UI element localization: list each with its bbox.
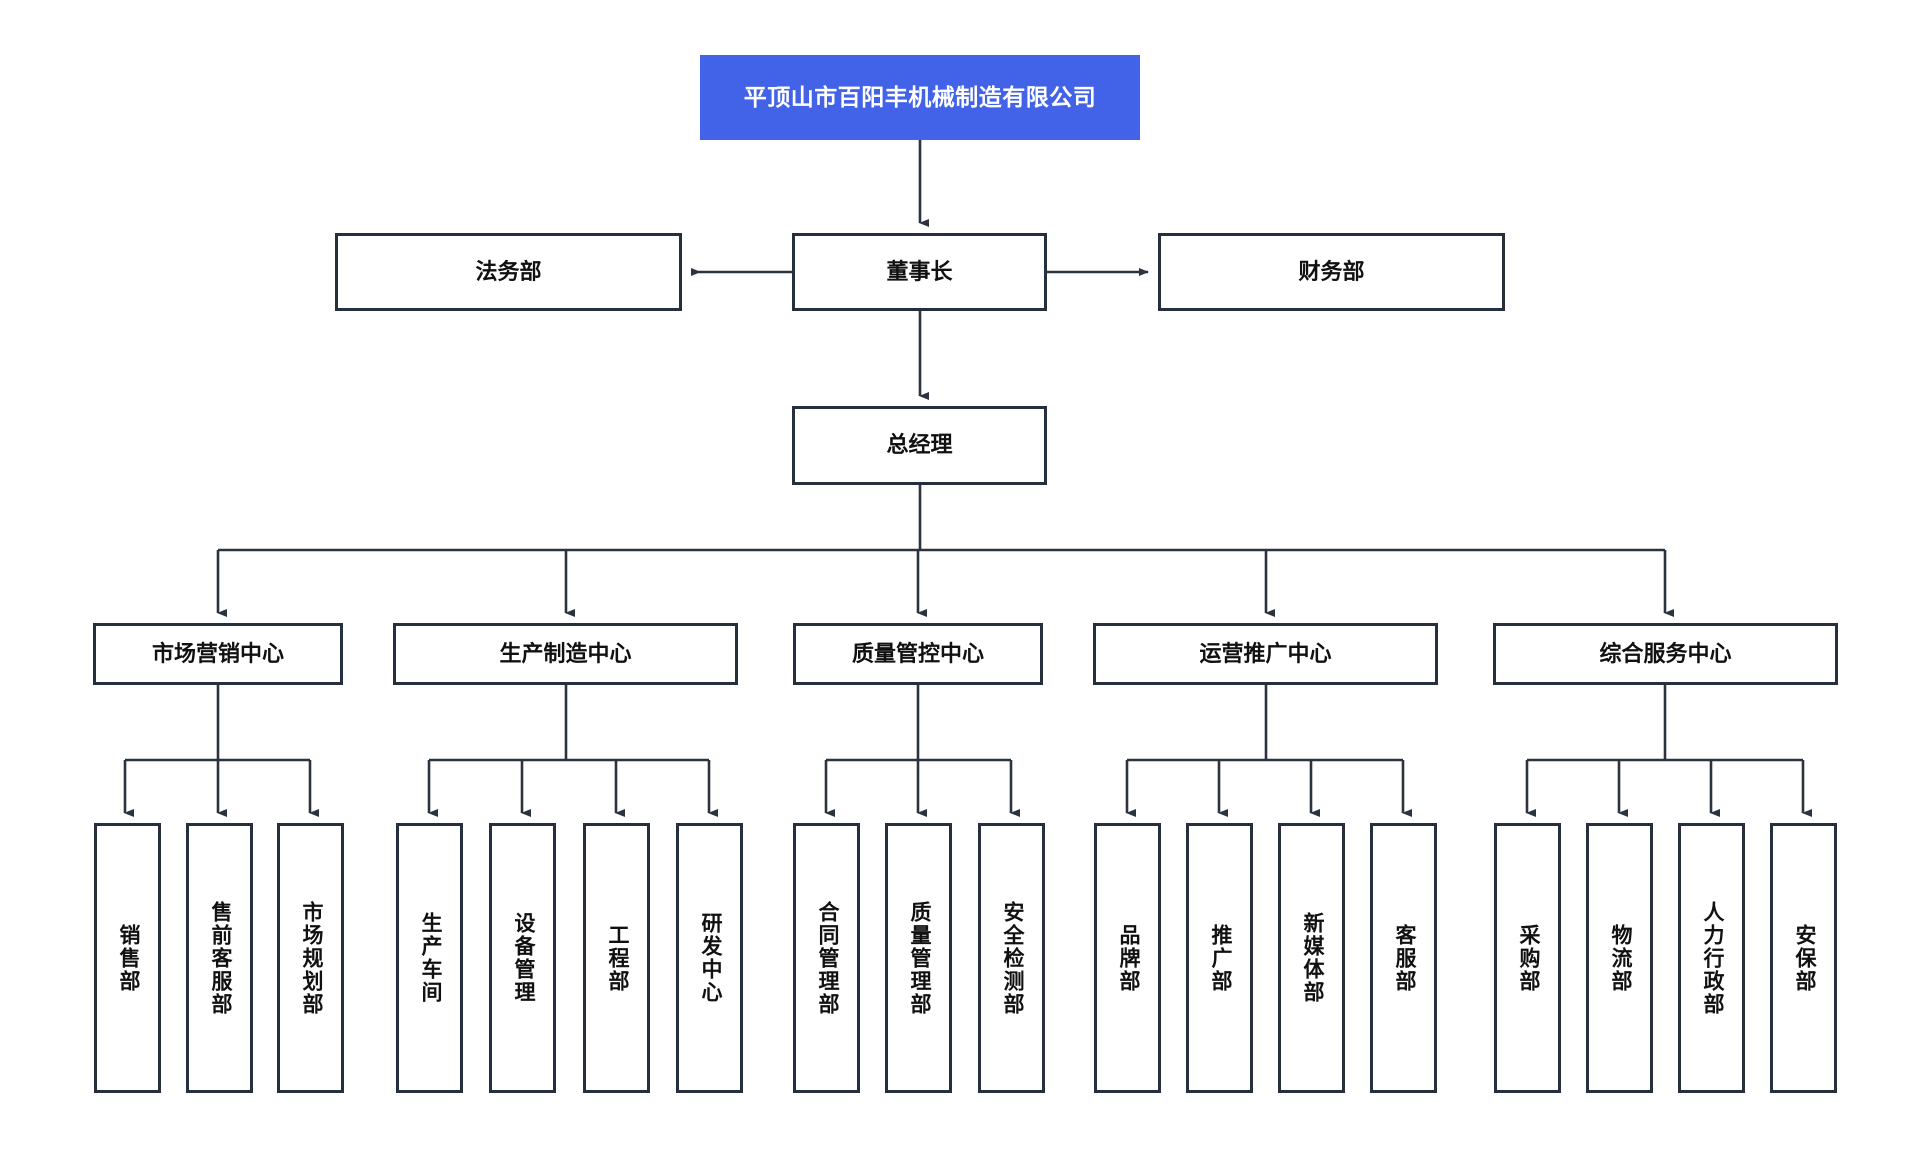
node-label: 品牌部 [1116,923,1140,993]
node-dept-equipment-management[interactable]: 设备管理 [489,823,556,1093]
node-label: 生产制造中心 [499,640,632,666]
node-label: 平顶山市百阳丰机械制造有限公司 [743,83,1097,110]
node-label: 新媒体部 [1300,912,1324,1004]
node-dept-customer-service[interactable]: 客服部 [1370,823,1437,1093]
node-label: 法务部 [475,258,542,284]
node-label: 推广部 [1208,923,1232,993]
node-dept-production-workshop[interactable]: 生产车间 [396,823,463,1093]
node-label: 安保部 [1792,923,1816,993]
node-label: 质量管理部 [907,900,931,1016]
node-dept-procurement[interactable]: 采购部 [1494,823,1561,1093]
node-dept-security[interactable]: 安保部 [1770,823,1837,1093]
node-center-quality-control[interactable]: 质量管控中心 [793,623,1043,685]
node-dept-hr-admin[interactable]: 人力行政部 [1678,823,1745,1093]
node-label: 客服部 [1392,923,1416,993]
node-label: 财务部 [1298,258,1365,284]
node-label: 研发中心 [698,912,722,1004]
node-legal-dept[interactable]: 法务部 [335,233,682,311]
node-label: 人力行政部 [1700,900,1724,1016]
node-label: 合同管理部 [815,900,839,1016]
node-dept-brand[interactable]: 品牌部 [1094,823,1161,1093]
node-chairman[interactable]: 董事长 [792,233,1047,311]
node-dept-safety-inspection[interactable]: 安全检测部 [978,823,1045,1093]
node-dept-promotion[interactable]: 推广部 [1186,823,1253,1093]
node-dept-logistics[interactable]: 物流部 [1586,823,1653,1093]
node-label: 采购部 [1516,923,1540,993]
node-label: 运营推广中心 [1199,640,1332,666]
node-label: 综合服务中心 [1599,640,1732,666]
node-label: 销售部 [116,923,140,993]
node-dept-market-planning[interactable]: 市场规划部 [277,823,344,1093]
node-general-manager[interactable]: 总经理 [792,406,1047,485]
node-company-root[interactable]: 平顶山市百阳丰机械制造有限公司 [700,55,1140,140]
node-dept-sales[interactable]: 销售部 [94,823,161,1093]
node-dept-presales-service[interactable]: 售前客服部 [186,823,253,1093]
node-dept-contract-management[interactable]: 合同管理部 [793,823,860,1093]
node-dept-engineering[interactable]: 工程部 [583,823,650,1093]
node-label: 董事长 [886,258,953,284]
node-label: 工程部 [605,923,629,993]
node-center-marketing[interactable]: 市场营销中心 [93,623,343,685]
node-label: 总经理 [886,432,953,458]
node-label: 物流部 [1608,923,1632,993]
node-label: 质量管控中心 [851,640,984,666]
node-center-operations-promotion[interactable]: 运营推广中心 [1093,623,1438,685]
node-dept-quality-management[interactable]: 质量管理部 [885,823,952,1093]
node-center-general-services[interactable]: 综合服务中心 [1493,623,1838,685]
node-label: 设备管理 [511,912,535,1004]
node-label: 生产车间 [418,912,442,1004]
node-label: 售前客服部 [208,900,232,1016]
node-dept-rnd-center[interactable]: 研发中心 [676,823,743,1093]
node-label: 市场营销中心 [151,640,284,666]
node-label: 安全检测部 [1000,900,1024,1016]
node-dept-new-media[interactable]: 新媒体部 [1278,823,1345,1093]
node-center-manufacturing[interactable]: 生产制造中心 [393,623,738,685]
node-label: 市场规划部 [299,900,323,1016]
node-finance-dept[interactable]: 财务部 [1158,233,1505,311]
